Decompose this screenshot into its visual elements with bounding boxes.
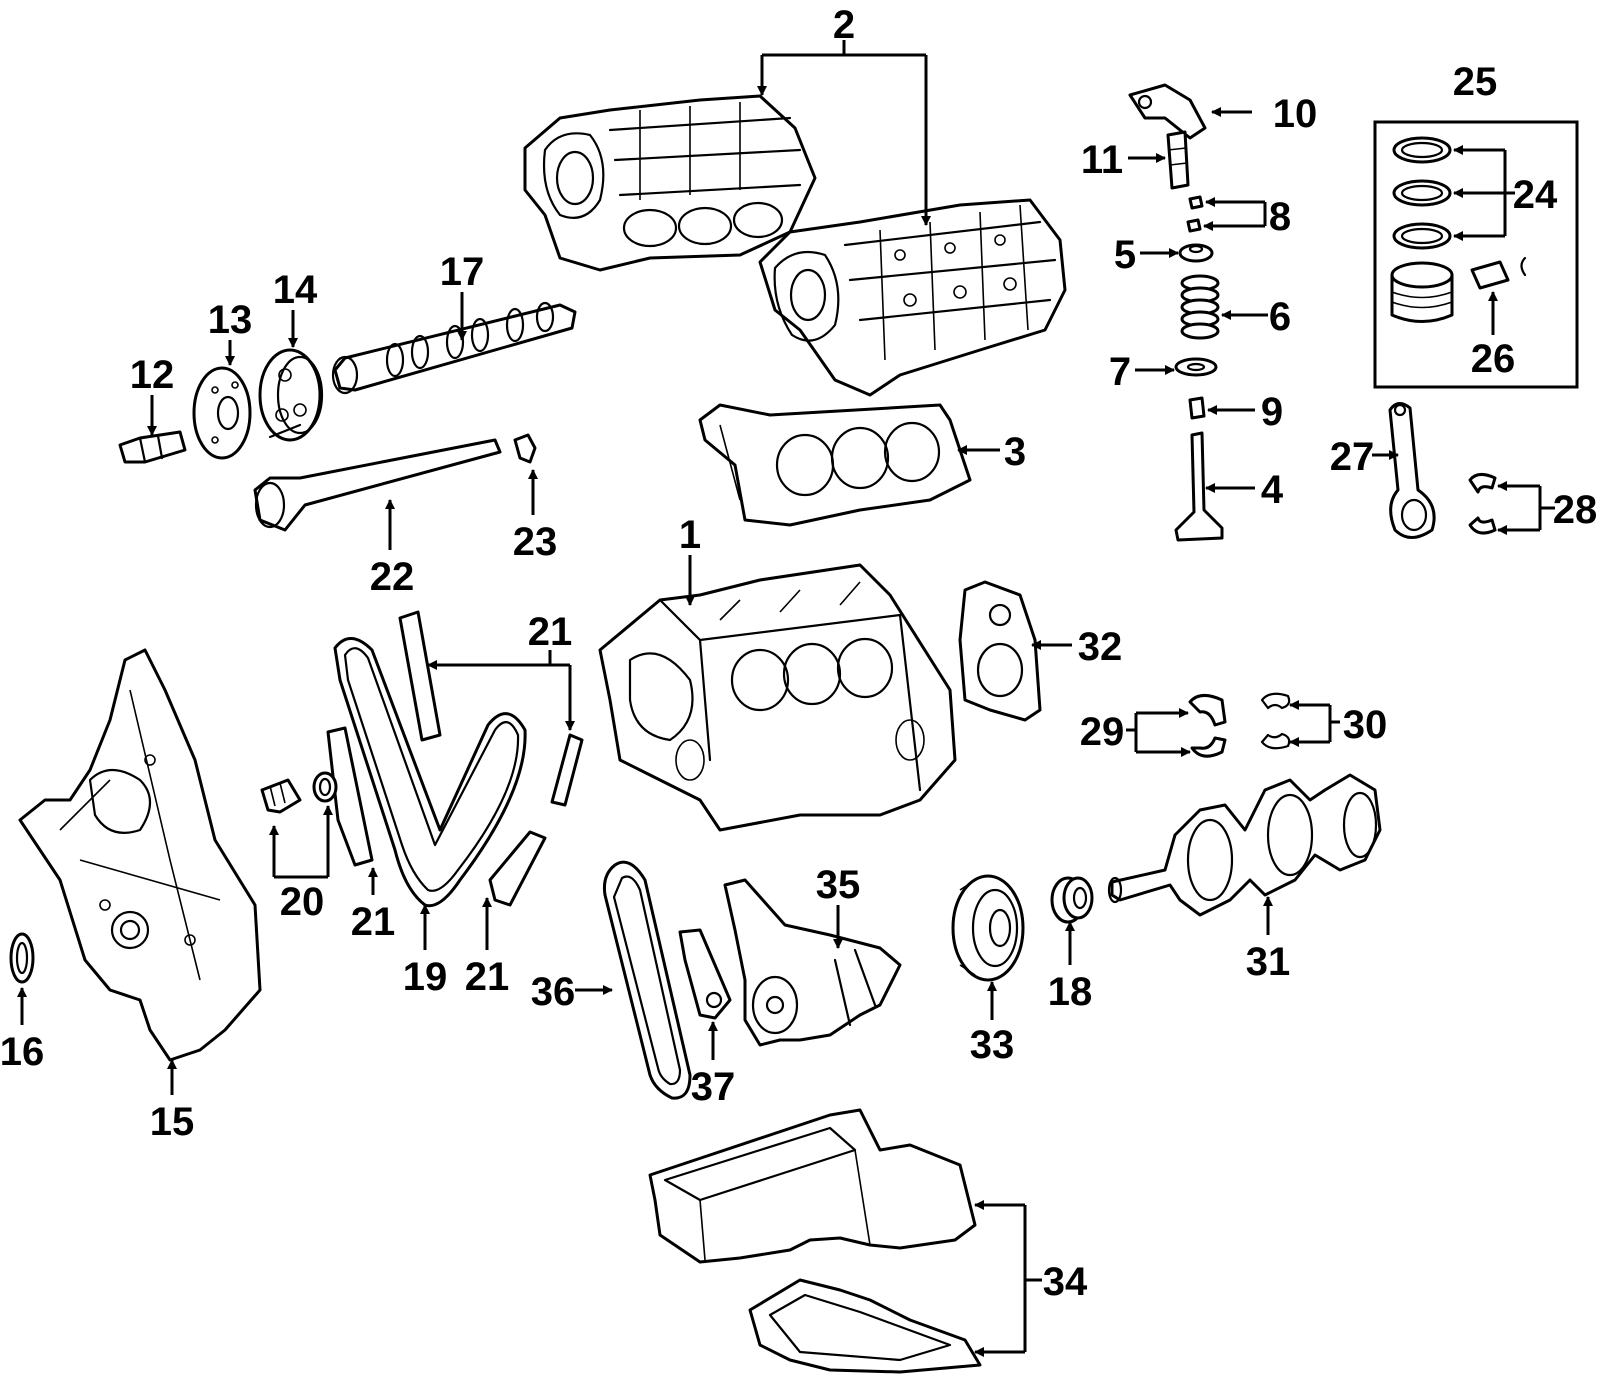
piston-rings [1392,136,1452,250]
timing-chain [333,637,527,908]
camshaft-adjuster [258,348,324,442]
hydraulic-lifter [1166,130,1190,190]
callout-32: 32 [1078,625,1123,669]
callout-17: 17 [440,250,485,294]
piston-kit-box [1373,120,1579,389]
callout-15: 15 [150,1100,195,1144]
callout-22: 22 [370,555,415,599]
valve-spring [1180,274,1220,340]
callout-11: 11 [1081,138,1123,182]
callout-27: 27 [1330,435,1375,479]
front-seal [9,932,35,984]
connecting-rod [1388,402,1436,539]
callout-31: 31 [1246,940,1291,984]
main-bearings-upper-lower [1188,694,1227,758]
callout-21-top: 21 [528,610,573,654]
crankshaft [1107,773,1382,917]
leader-lines [17,40,1555,1357]
callout-37: 37 [691,1065,736,1109]
callout-5: 5 [1114,233,1136,277]
oil-pan [648,1108,977,1264]
callout-29: 29 [1080,710,1125,754]
chain-tensioner [260,778,302,814]
callout-24: 24 [1513,173,1558,217]
engine-block [598,563,957,832]
timing-chain-guides [326,610,584,907]
callout-18: 18 [1048,970,1093,1014]
balance-shaft [253,438,502,532]
callout-10: 10 [1273,92,1318,136]
oil-pump [723,878,902,1047]
tensioner-seal-ring [312,771,338,803]
cylinder-head-right [758,198,1067,397]
piston [1390,261,1454,323]
callout-6: 6 [1269,295,1291,339]
drive-belt [603,860,692,1100]
shaft-clip [513,433,537,464]
valve-spring-seat [1174,357,1218,377]
callout-23: 23 [513,520,558,564]
timing-cover [18,648,262,1062]
callout-8: 8 [1269,195,1291,239]
camshaft-bolt [118,430,187,464]
thrust-washers [1260,692,1291,750]
callout-33: 33 [970,1023,1015,1067]
crankshaft-pulley [951,874,1025,982]
engine-valve [1174,431,1224,542]
callout-36: 36 [531,970,576,1014]
valve-spring-retainer [1178,243,1214,263]
rocker-arm [1128,83,1207,140]
head-gasket [698,403,972,527]
camshaft [331,301,577,395]
crankshaft-sprocket [1050,876,1094,924]
callout-13: 13 [208,298,253,342]
cylinder-head-left [523,94,817,272]
callout-14: 14 [273,268,318,312]
callout-35: 35 [816,863,861,907]
callout-4: 4 [1261,468,1284,512]
valve-keepers [1186,195,1204,233]
oil-pan-gasket [748,1278,982,1374]
callout-21-left: 21 [351,900,396,944]
valve-stem-seal [1188,396,1206,420]
callout-20: 20 [280,880,325,924]
callout-3: 3 [1004,430,1026,474]
callout-12: 12 [130,353,175,397]
callout-30: 30 [1343,703,1388,747]
callout-2: 2 [833,3,855,47]
callout-16: 16 [0,1030,44,1074]
belt-tensioner [678,928,732,1020]
callout-26: 26 [1471,337,1516,381]
callout-9: 9 [1261,390,1283,434]
rod-bearings [1468,473,1497,535]
oil-pump-cover [958,580,1042,722]
callout-labels: 1 2 3 4 5 6 7 8 9 10 11 12 13 14 15 16 1… [0,3,1597,1304]
piston-pin [1470,256,1527,290]
callout-21-right: 21 [465,955,510,999]
camshaft-sprocket [192,366,252,460]
callout-28: 28 [1553,488,1598,532]
callout-7: 7 [1109,350,1131,394]
callout-25: 25 [1453,60,1498,104]
callout-1: 1 [679,513,701,557]
callout-19: 19 [403,955,448,999]
callout-34: 34 [1043,1260,1088,1304]
